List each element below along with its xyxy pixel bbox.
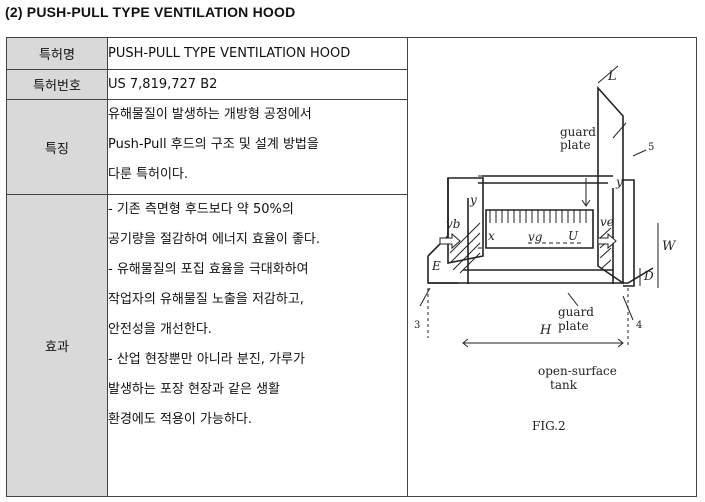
label-E: E [431,259,441,273]
label-open-surface: open-surface [538,364,617,378]
label-D: D [643,269,654,283]
features-line: 다룬 특허이다. [108,160,407,190]
label-patent-name: 특허명 [7,38,108,70]
label-U: U [568,229,579,243]
patent-table: 특허명 PUSH-PULL TYPE VENTILATION HOOD [6,37,697,497]
label-vb: vb [446,217,460,231]
effects-line: 환경에도 적용이 가능하다. [108,405,407,435]
label-x: x [488,229,495,243]
value-patent-number: US 7,819,727 B2 [108,70,408,100]
label-patent-number: 특허번호 [7,70,108,100]
label-H: H [539,323,552,338]
effects-line: - 산업 현장뿐만 아니라 분진, 가루가 [108,345,407,375]
effects-line: 안전성을 개선한다. [108,315,407,345]
features-line: Push-Pull 후드의 구조 및 설계 방법을 [108,130,407,160]
table-row-name: 특허명 PUSH-PULL TYPE VENTILATION HOOD [7,38,697,70]
features-line: 유해물질이 발생하는 개방형 공정에서 [108,100,407,130]
label-L: L [607,69,617,84]
value-features: 유해물질이 발생하는 개방형 공정에서 Push-Pull 후드의 구조 및 설… [108,100,408,195]
value-effects: - 기존 측면형 후드보다 약 50%의 공기량을 절감하여 에너지 효율이 좋… [108,195,408,497]
label-plate-top: plate [560,138,591,152]
label-features: 특징 [7,100,108,195]
section-heading: (2) PUSH-PULL TYPE VENTILATION HOOD [5,4,295,20]
label-guard-bottom: guard [558,305,594,319]
label-y-right: y [615,175,623,189]
label-guard-top: guard [560,125,596,139]
label-5: 5 [648,142,654,153]
label-effects: 효과 [7,195,108,497]
effects-line: - 기존 측면형 후드보다 약 50%의 [108,195,407,225]
effects-line: 공기량을 절감하여 에너지 효율이 좋다. [108,225,407,255]
label-plate-bottom: plate [558,319,589,333]
effects-line: - 유해물질의 포집 효율을 극대화하여 [108,255,407,285]
figure-caption: FIG.2 [532,419,566,433]
effects-line: 작업자의 유해물질 노출을 저감하고, [108,285,407,315]
value-patent-name: PUSH-PULL TYPE VENTILATION HOOD [108,38,408,70]
label-y-left: y [469,193,477,207]
label-ve: ve [600,215,614,229]
label-3: 3 [414,320,420,331]
figure-cell: L guard plate 5 W D E H 3 4 y y x vb ve … [408,38,697,497]
ventilation-hood-figure: L guard plate 5 W D E H 3 4 y y x vb ve … [408,38,697,492]
effects-line: 발생하는 포장 현장과 같은 생활 [108,375,407,405]
label-vg: vg [528,230,543,244]
label-W: W [662,239,677,254]
label-4: 4 [636,320,642,331]
label-tank: tank [550,378,578,392]
